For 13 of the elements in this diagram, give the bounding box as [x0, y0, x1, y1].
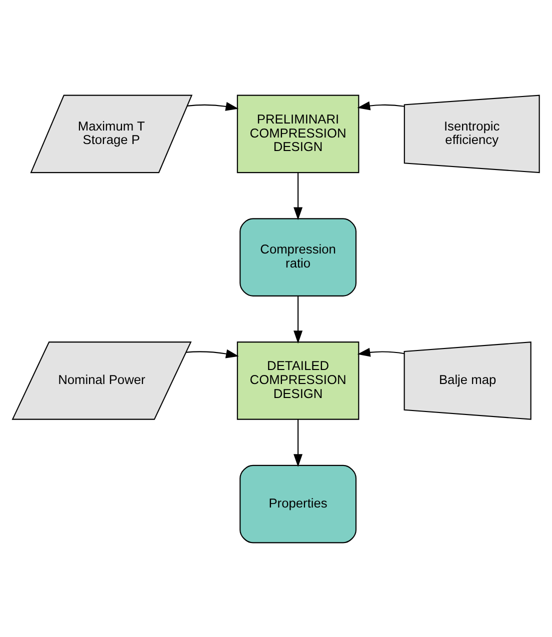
node-box: Compression ratio — [240, 218, 357, 296]
arrow — [357, 100, 404, 110]
arrow — [294, 418, 303, 466]
node-box: PRELIMINARI COMPRESSION DESIGN — [236, 94, 360, 173]
arrow — [186, 348, 239, 358]
arrow — [187, 102, 239, 110]
node-box: DETAILED COMPRESSION DESIGN — [236, 341, 360, 420]
arrow — [357, 347, 404, 356]
arrow — [294, 172, 303, 220]
arrow — [294, 296, 303, 344]
node-box: Properties — [240, 464, 357, 543]
node-box: Isentropic efficiency — [404, 94, 540, 173]
node-box: Balje map — [404, 341, 532, 420]
